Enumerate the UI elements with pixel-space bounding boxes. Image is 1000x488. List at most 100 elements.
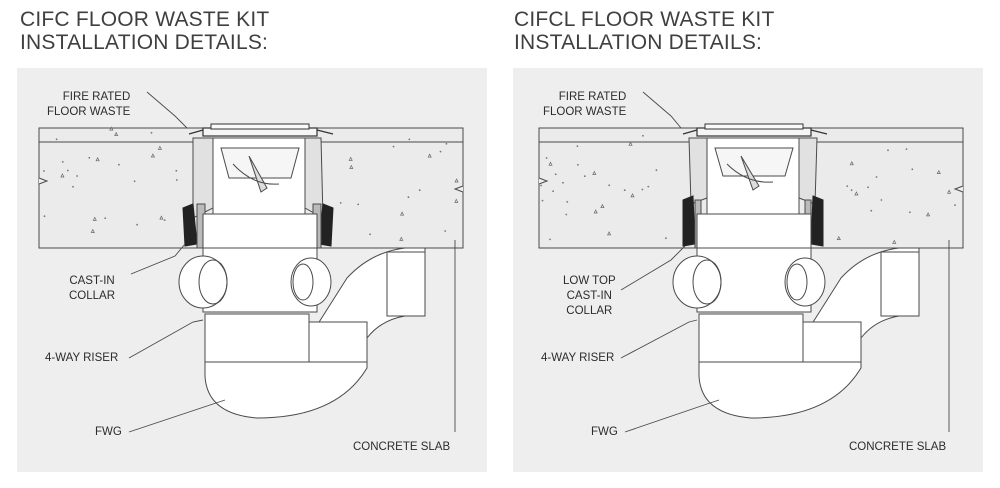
aggregate-chip (592, 170, 597, 175)
aggregate-chip (60, 173, 65, 178)
aggregate-dot (905, 148, 908, 150)
aggregate-dot (583, 175, 586, 178)
aggregate-dot (104, 217, 107, 220)
right-diagram-panel: FIRE RATED FLOOR WASTE LOW TOP CAST-IN C… (513, 68, 983, 472)
left-diagram-panel: FIRE RATED FLOOR WASTE CAST-IN COLLAR 4-… (17, 68, 487, 472)
aggregate-chip (607, 231, 612, 236)
aggregate-chip (109, 126, 114, 131)
right-drain-body (688, 137, 818, 217)
aggregate-chip (157, 145, 162, 150)
right-label-collar-line1: LOW TOP (563, 275, 616, 287)
aggregate-chip (427, 153, 432, 158)
aggregate-dot (163, 219, 166, 222)
right-label-fire-rated-floor-waste: FIRE RATED FLOOR WASTE (543, 90, 626, 120)
left-label-collar-line1: CAST-IN (69, 275, 115, 287)
aggregate-dot (175, 169, 178, 172)
left-fwg-trap (204, 247, 426, 419)
aggregate-dot (608, 184, 611, 187)
aggregate-dot (642, 134, 644, 137)
aggregate-dot (88, 156, 91, 159)
aggregate-dot (392, 145, 395, 148)
aggregate-dot (408, 138, 411, 141)
aggregate-dot (339, 202, 342, 204)
right-diagram-title: CIFCL FLOOR WASTE KIT INSTALLATION DETAI… (514, 8, 775, 54)
aggregate-dot (136, 223, 138, 226)
left-leader-lines (128, 91, 456, 433)
aggregate-dot (444, 230, 447, 232)
aggregate-chip (947, 189, 952, 194)
left-label-fwg: FWG (95, 426, 122, 438)
aggregate-dot (43, 215, 46, 218)
left-label-floor-waste-line1: FIRE RATED (62, 91, 131, 103)
aggregate-chip (593, 209, 598, 214)
left-drain-body (192, 137, 324, 219)
aggregate-chip (630, 193, 635, 198)
aggregate-dot (566, 201, 569, 203)
aggregate-dot (418, 189, 421, 192)
right-floor-waste-grate (682, 123, 828, 137)
aggregate-dot (954, 204, 956, 207)
aggregate-dot (540, 184, 542, 187)
right-label-floor-waste-line2: FLOOR WASTE (543, 106, 627, 118)
aggregate-dot (911, 168, 914, 171)
left-title-line1: CIFC FLOOR WASTE KIT (20, 8, 270, 31)
aggregate-dot (439, 150, 442, 153)
left-label-four-way-riser: 4-WAY RISER (45, 352, 119, 364)
aggregate-dot (665, 237, 667, 240)
aggregate-dot (552, 190, 554, 193)
aggregate-dot (846, 185, 849, 187)
left-label-collar-line2: COLLAR (69, 290, 116, 302)
right-label-concrete-slab: CONCRETE SLAB (849, 441, 947, 453)
aggregate-chip (349, 164, 354, 169)
aggregate-dot (61, 161, 64, 163)
aggregate-chip (454, 198, 459, 203)
aggregate-dot (870, 209, 873, 212)
aggregate-chip (600, 203, 605, 209)
aggregate-chip (399, 236, 404, 241)
aggregate-dot (655, 169, 658, 172)
left-floor-waste-grate (188, 123, 334, 137)
right-label-floor-waste-line1: FIRE RATED (558, 91, 627, 103)
aggregate-chip (159, 215, 164, 220)
aggregate-dot (549, 238, 551, 241)
left-diagram-title: CIFC FLOOR WASTE KIT INSTALLATION DETAIL… (20, 8, 269, 54)
aggregate-dot (867, 186, 869, 189)
aggregate-dot (576, 145, 579, 147)
aggregate-dot (66, 169, 69, 172)
aggregate-chip (400, 211, 405, 216)
aggregate-chip (348, 156, 353, 161)
aggregate-chip (90, 228, 95, 233)
aggregate-dot (875, 176, 878, 178)
left-label-cast-in-collar: CAST-IN COLLAR (69, 274, 115, 304)
aggregate-dot (577, 163, 579, 166)
aggregate-dot (909, 211, 911, 214)
right-fwg-trap (698, 247, 920, 419)
left-installation-drawing (38, 91, 464, 433)
right-title-line2: INSTALLATION DETAILS: (514, 31, 763, 54)
aggregate-chip (892, 239, 897, 244)
aggregate-chip (95, 157, 100, 162)
aggregate-dot (407, 196, 410, 199)
left-label-fire-rated-floor-waste: FIRE RATED FLOOR WASTE (47, 90, 130, 120)
aggregate-dot (43, 170, 45, 172)
aggregate-dot (554, 173, 557, 176)
aggregate-chip (548, 161, 553, 166)
left-label-floor-waste-line2: FLOOR WASTE (47, 106, 131, 118)
right-label-four-way-riser: 4-WAY RISER (541, 352, 615, 364)
right-label-low-top-cast-in-collar: LOW TOP CAST-IN COLLAR (563, 274, 616, 319)
aggregate-chip (114, 131, 119, 137)
aggregate-dot (880, 199, 883, 201)
left-label-concrete-slab: CONCRETE SLAB (353, 441, 451, 453)
aggregate-chip (936, 169, 941, 174)
left-four-way-riser (178, 213, 332, 363)
aggregate-dot (623, 189, 626, 192)
aggregate-dot (565, 213, 568, 216)
aggregate-dot (445, 142, 448, 145)
aggregate-chip (849, 161, 854, 166)
aggregate-chip (150, 153, 155, 158)
aggregate-chip (628, 141, 633, 146)
aggregate-chip (836, 235, 841, 240)
right-label-fwg: FWG (591, 426, 618, 438)
aggregate-dot (76, 175, 78, 177)
aggregate-dot (118, 163, 120, 166)
